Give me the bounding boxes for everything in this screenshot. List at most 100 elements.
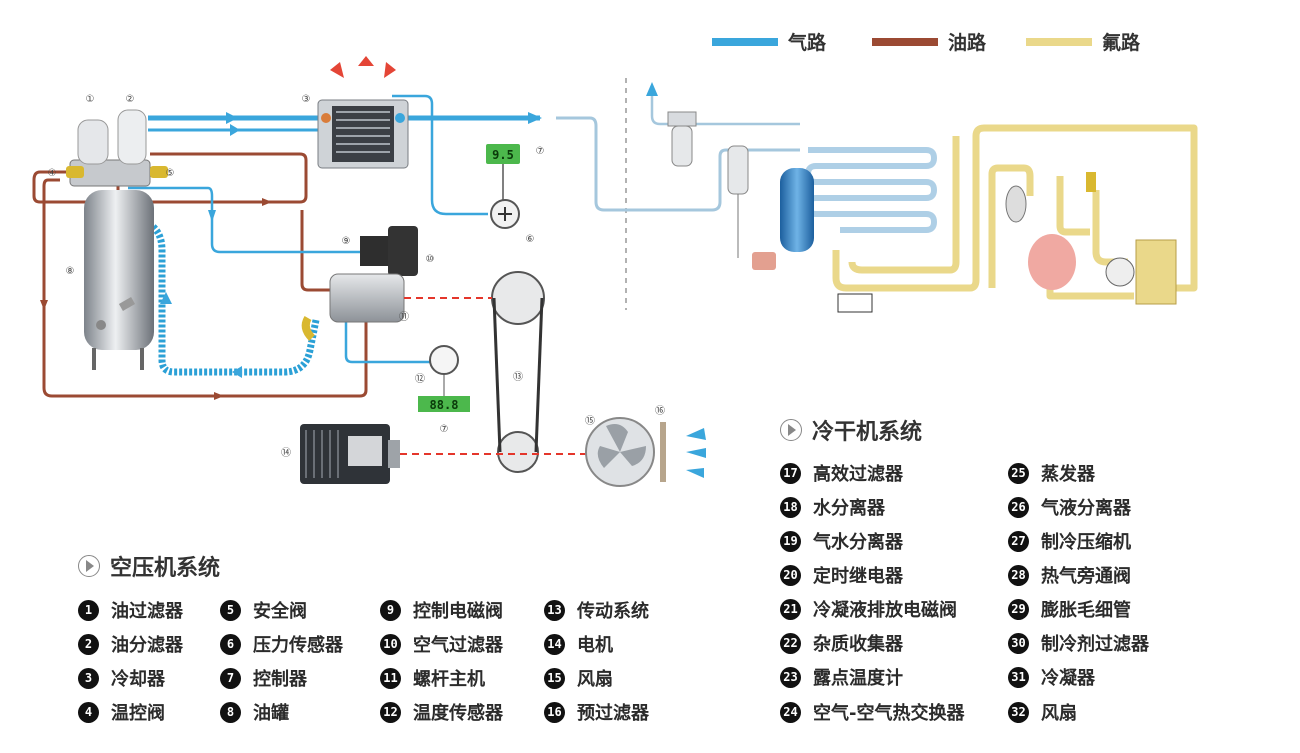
dryer-item-label: 冷凝器	[1041, 668, 1095, 689]
air-circuit	[128, 94, 800, 364]
svg-text:⑥: ⑥	[526, 234, 535, 245]
drain-valve	[752, 252, 776, 270]
oil-circuit	[32, 152, 368, 398]
temp-gauge: 88.8	[418, 345, 470, 412]
dryer-item-label: 热气旁通阀	[1041, 566, 1131, 587]
legend-air: 气路	[712, 28, 826, 55]
number-badge: 10	[380, 633, 401, 655]
dew-point-meter	[837, 293, 873, 313]
dryer-item-label: 气水分离器	[813, 532, 903, 553]
number-badge: 4	[78, 701, 99, 723]
svg-text:⑦: ⑦	[536, 146, 545, 157]
dryer-item-label: 制冷压缩机	[1041, 532, 1131, 553]
dryer-item-label: 定时继电器	[813, 566, 903, 587]
refrigerant-circuit	[832, 124, 1198, 300]
high-efficiency-filter	[667, 111, 697, 167]
condenser	[1105, 239, 1177, 305]
drive-shafts	[400, 297, 594, 455]
number-badge: 21	[780, 598, 801, 620]
dryer-item-25: 25 蒸发器	[1008, 460, 1095, 486]
ac-item-12: 12 温度传感器	[380, 699, 503, 725]
ac-item-label: 压力传感器	[253, 635, 343, 656]
number-badge: 9	[380, 599, 401, 621]
svg-text:⑫: ⑫	[415, 373, 425, 385]
ac-item-label: 传动系统	[577, 601, 649, 622]
legend-air-swatch	[712, 37, 778, 46]
component-markers: ① ② ③ ④ ⑤ ⑥ ⑦ ⑦ ⑧ ⑨ ⑩ ⑪ ⑫ ⑬ ⑭ ⑮ ⑯	[48, 94, 665, 459]
svg-text:⑧: ⑧	[66, 266, 75, 277]
air-compressor-title: 空压机系统	[78, 550, 220, 582]
ac-item-label: 温控阀	[111, 703, 165, 724]
ac-item-13: 13 传动系统	[544, 597, 649, 623]
svg-text:⑪: ⑪	[399, 311, 409, 323]
number-badge: 16	[544, 701, 565, 723]
motor	[300, 424, 400, 484]
number-badge: 2	[78, 633, 99, 655]
dryer-item-label: 露点温度计	[813, 668, 903, 689]
air-compressor-title-text: 空压机系统	[110, 556, 221, 581]
dryer-item-27: 27 制冷压缩机	[1008, 528, 1131, 554]
dryer-item-label: 气液分离器	[1041, 498, 1131, 519]
oil-tank	[69, 159, 154, 370]
water-separator	[727, 145, 749, 258]
ac-item-label: 螺杆主机	[413, 669, 485, 690]
number-badge: 12	[380, 701, 401, 723]
number-badge: 30	[1008, 632, 1029, 654]
controller: 9.5	[486, 144, 520, 200]
cooling-fan	[585, 417, 666, 487]
ac-item-label: 安全阀	[253, 601, 307, 622]
number-badge: 8	[220, 701, 241, 723]
number-badge: 13	[544, 599, 565, 621]
number-badge: 14	[544, 633, 565, 655]
number-badge: 26	[1008, 496, 1029, 518]
evaporator-coil	[804, 147, 938, 233]
ac-item-label: 预过滤器	[577, 703, 649, 724]
controller-display: 9.5	[492, 148, 514, 162]
ac-item-label: 温度传感器	[413, 703, 503, 724]
legend-refrigerant-label: 氟路	[1102, 32, 1141, 54]
number-badge: 27	[1008, 530, 1029, 552]
dryer-item-label: 空气-空气热交换器	[813, 703, 965, 724]
pressure-sensor	[490, 199, 520, 229]
legend-oil-swatch	[872, 37, 938, 46]
legend-refrigerant-swatch	[1026, 37, 1092, 46]
heat-arrows	[330, 56, 396, 78]
dryer-item-label: 蒸发器	[1041, 464, 1095, 485]
ac-item-label: 控制电磁阀	[413, 601, 503, 622]
ac-item-label: 风扇	[577, 669, 613, 690]
oil-arrows	[40, 198, 272, 400]
ac-item-label: 油过滤器	[111, 601, 183, 622]
dryer-title-text: 冷干机系统	[812, 420, 923, 445]
play-icon	[78, 555, 100, 577]
svg-text:①: ①	[86, 94, 95, 105]
control-solenoid	[360, 226, 418, 276]
number-badge: 5	[220, 599, 241, 621]
oil-filter	[77, 119, 109, 165]
svg-text:⑭: ⑭	[281, 447, 291, 459]
legend-refrigerant: 氟路	[1026, 28, 1140, 55]
cooler	[317, 99, 409, 169]
svg-text:⑯: ⑯	[655, 405, 665, 417]
dryer-title: 冷干机系统	[780, 414, 922, 446]
thermo-valve	[66, 166, 168, 178]
number-badge: 25	[1008, 462, 1029, 484]
dryer-item-26: 26 气液分离器	[1008, 494, 1131, 520]
dryer-item-label: 膨胀毛细管	[1041, 600, 1131, 621]
screw-airend	[301, 273, 405, 341]
